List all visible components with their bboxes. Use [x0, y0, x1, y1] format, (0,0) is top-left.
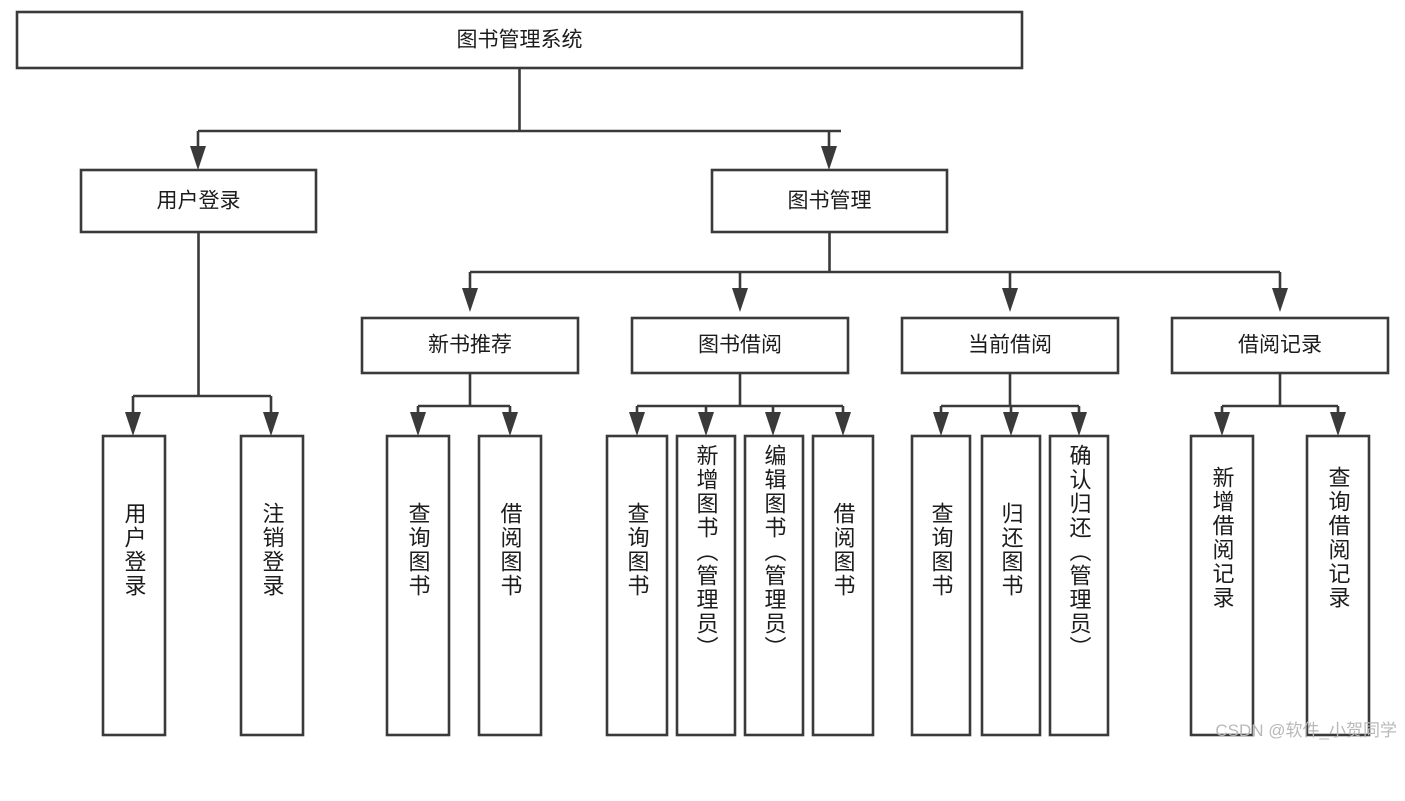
- leaf-box-query-book-current[interactable]: [910, 434, 972, 737]
- node-user-login-box[interactable]: [79, 168, 318, 234]
- node-new-book-recommend[interactable]: 新书推荐: [360, 316, 580, 375]
- leaf-box-logout[interactable]: [239, 434, 305, 737]
- node-new-book-recommend-box[interactable]: [360, 316, 580, 375]
- connector-root-to-level2: [190, 68, 841, 170]
- node-current-borrow[interactable]: 当前借阅: [900, 316, 1120, 375]
- book-management-system-diagram: 图书管理系统 用户登录 图书管理: [15, 10, 1397, 740]
- node-root[interactable]: 图书管理系统: [15, 10, 1024, 70]
- leaf-box-return-book[interactable]: [980, 434, 1042, 737]
- node-new-book-recommend-label: 新书推荐: [428, 334, 512, 357]
- leaf-box-borrow-book-recommend[interactable]: [477, 434, 543, 737]
- connector-borrow-record-to-leaves: [1214, 373, 1346, 436]
- leaf-box-user-login[interactable]: [101, 434, 167, 737]
- node-borrow-record-label: 借阅记录: [1238, 334, 1322, 357]
- node-user-login-label: 用户登录: [157, 190, 241, 213]
- node-user-login[interactable]: 用户登录: [79, 168, 318, 234]
- leaf-box-edit-book-admin[interactable]: [743, 434, 805, 737]
- node-book-management-label: 图书管理: [788, 190, 872, 213]
- leaf-box-query-book-recommend[interactable]: [385, 434, 451, 737]
- node-root-box[interactable]: [15, 10, 1024, 70]
- node-root-label: 图书管理系统: [457, 29, 583, 52]
- diagram-canvas: 图书管理系统 用户登录 图书管理: [15, 10, 1390, 737]
- connector-book-management-to-level3: [462, 232, 1288, 312]
- connector-user-login-to-leaves: [125, 232, 279, 436]
- leaf-box-confirm-return-admin[interactable]: [1048, 434, 1110, 737]
- leaf-box-add-borrow-record[interactable]: [1189, 434, 1255, 737]
- node-book-management[interactable]: 图书管理: [710, 168, 949, 234]
- node-current-borrow-label: 当前借阅: [968, 334, 1052, 357]
- node-book-borrow-label: 图书借阅: [698, 334, 782, 357]
- leaf-box-borrow-book[interactable]: [811, 434, 875, 737]
- leaf-box-add-book-admin[interactable]: [675, 434, 737, 737]
- node-current-borrow-box[interactable]: [900, 316, 1120, 375]
- node-borrow-record[interactable]: 借阅记录: [1170, 316, 1390, 375]
- connector-book-borrow-to-leaves: [629, 373, 851, 436]
- connector-current-borrow-to-leaves: [933, 373, 1087, 436]
- node-book-borrow[interactable]: 图书借阅: [630, 316, 850, 375]
- connector-new-book-recommend-to-leaves: [410, 373, 518, 436]
- leaf-box-query-borrow-record[interactable]: [1305, 434, 1371, 737]
- leaf-box-query-book-borrow[interactable]: [605, 434, 669, 737]
